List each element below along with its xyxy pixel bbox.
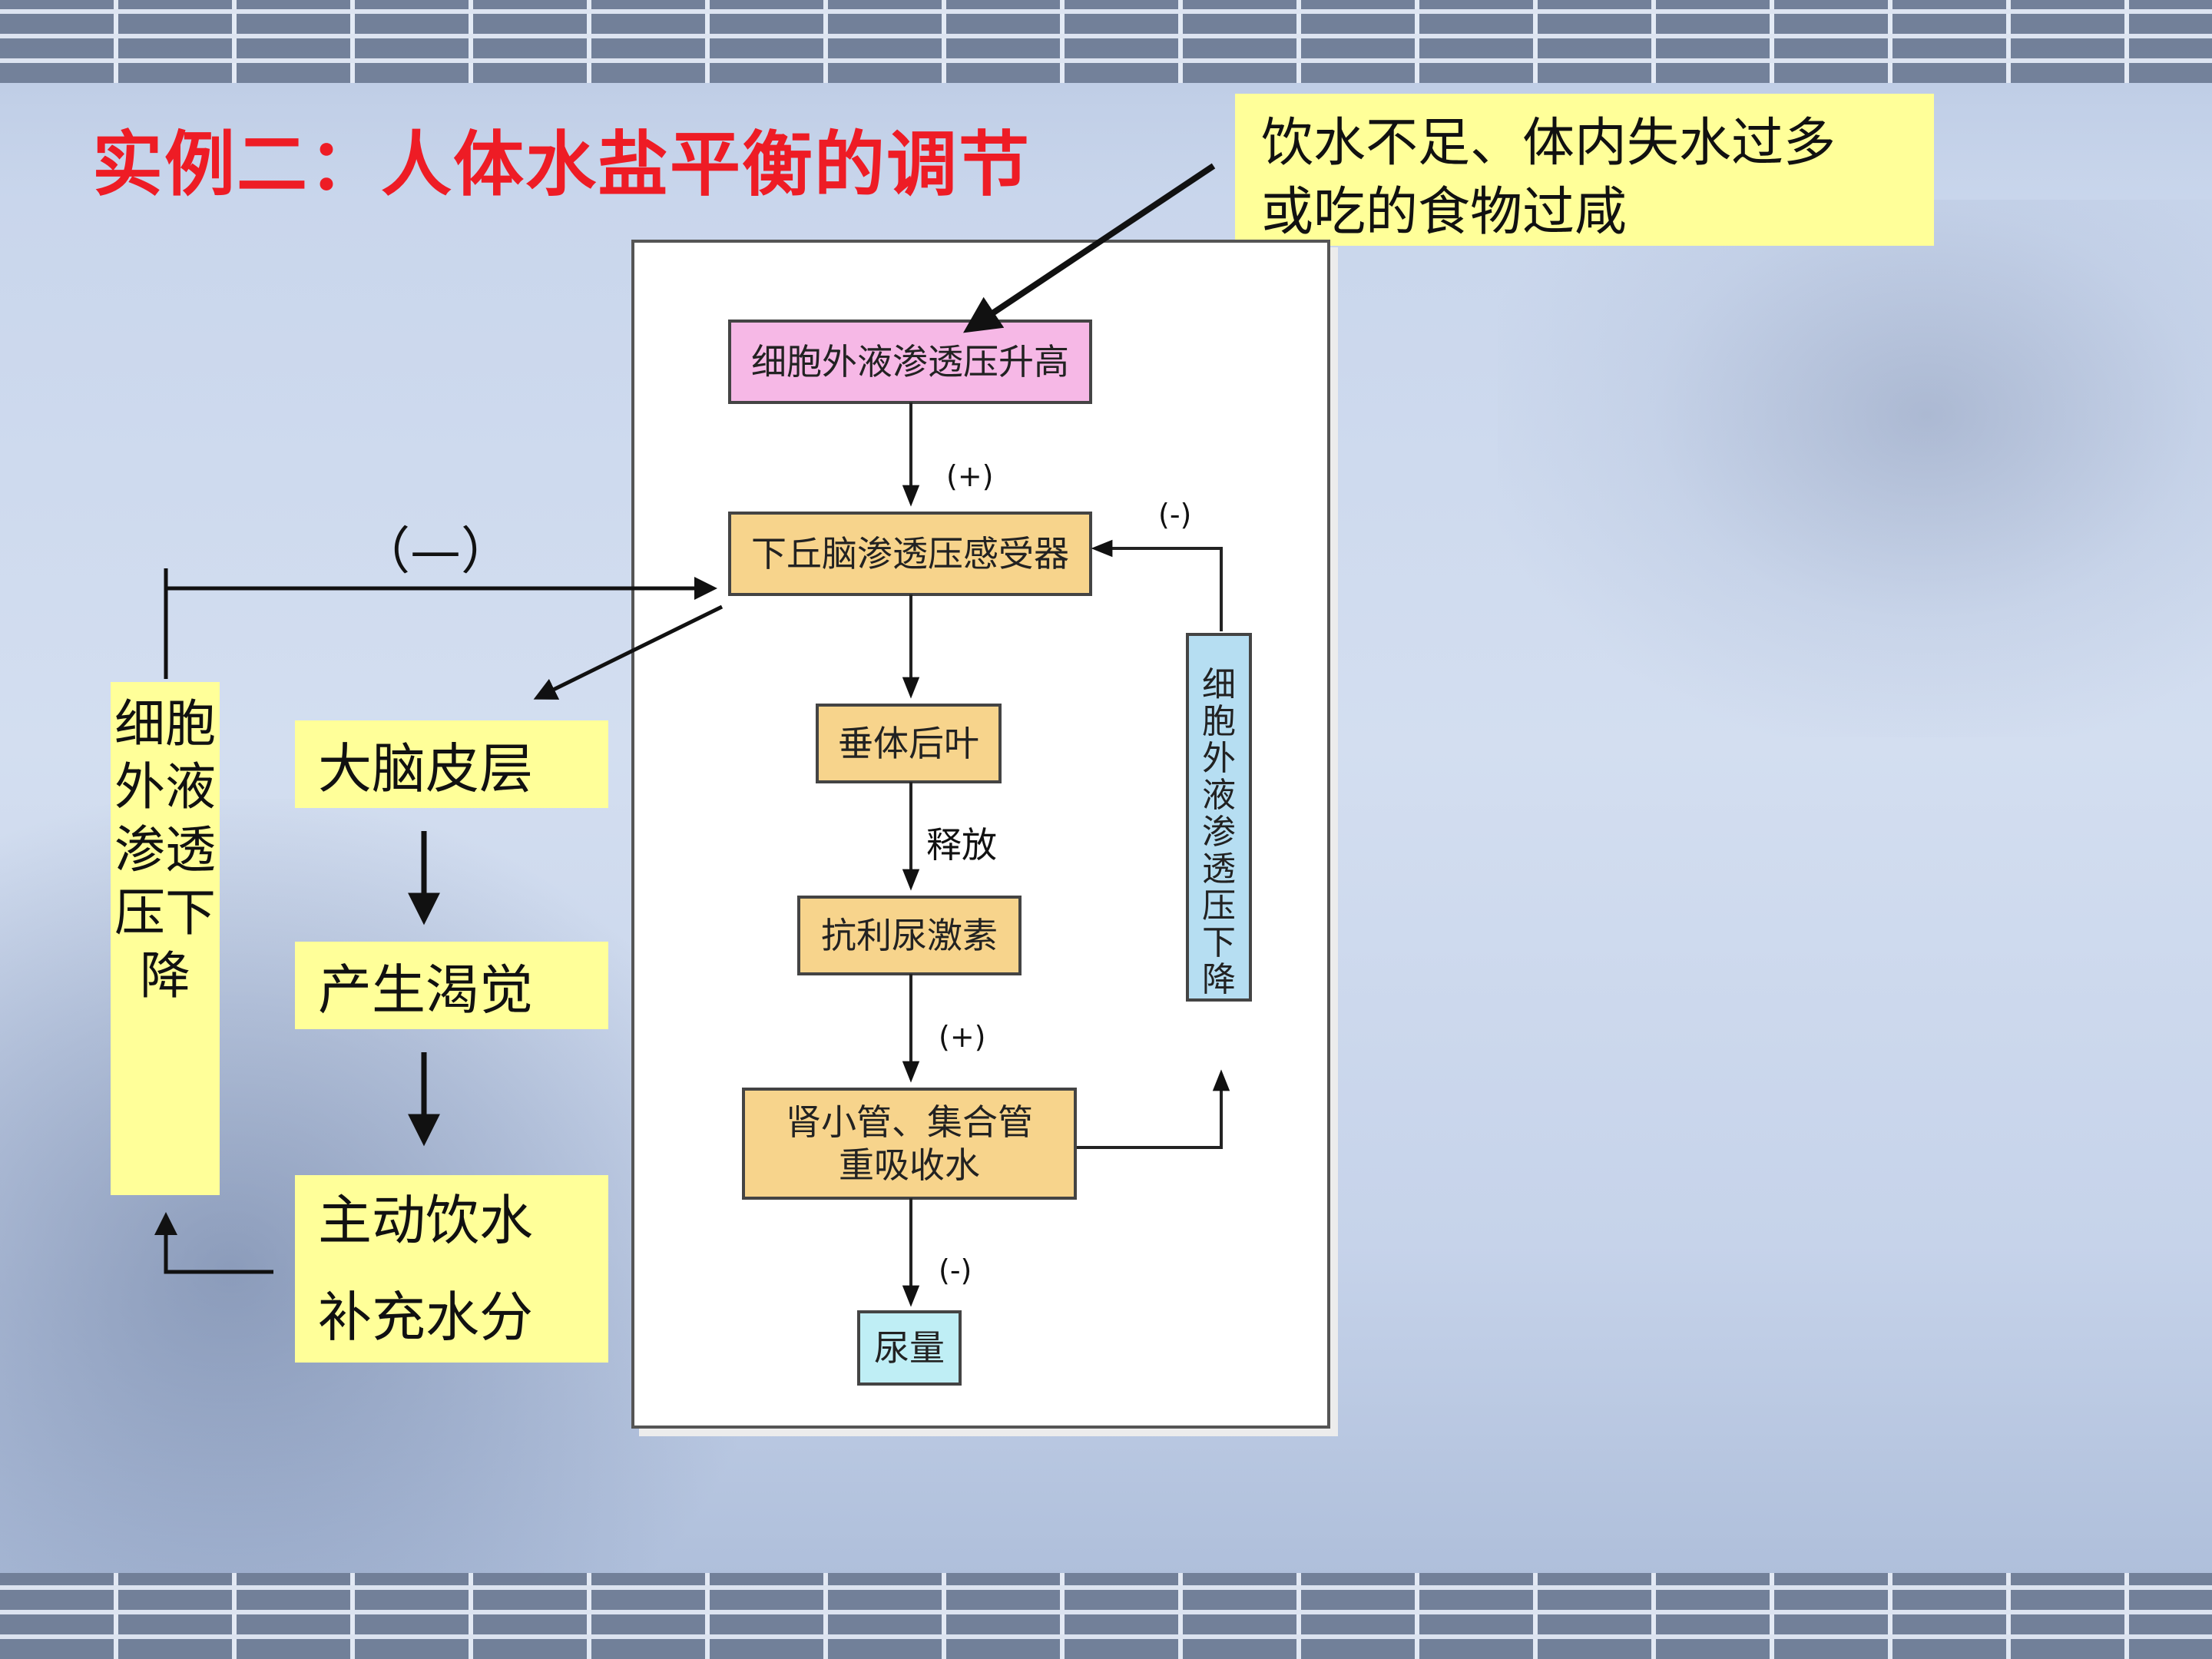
label-release: 释放 — [926, 824, 997, 866]
kidney-line-2: 重吸收水 — [839, 1144, 980, 1186]
node-posterior-pituitary: 垂体后叶 — [816, 704, 1002, 783]
sign-minus-urine: (-) — [939, 1253, 972, 1287]
background-scenery-right — [1498, 200, 2212, 737]
arrow-ecf-down-to-hypothalamus — [1091, 539, 1223, 631]
cause-line-1: 饮水不足、体内失水过多 — [1261, 113, 1836, 174]
label-cerebral-cortex: 大脑皮层 — [295, 720, 608, 808]
arrow-cause-to-ecf — [963, 163, 1216, 333]
node-ecf-osmotic-up: 细胞外液渗透压升高 — [728, 320, 1092, 404]
node-kidney-reabsorption: 肾小管、集合管 重吸收水 — [742, 1088, 1077, 1200]
label-thirst: 产生渴觉 — [295, 942, 608, 1029]
arrow-hypothalamus-to-cortex — [533, 604, 724, 700]
diagram-panel: 细胞外液渗透压升高 (+) 下丘脑渗透压感受器 (-) 垂体后叶 释放 抗利尿激… — [631, 240, 1330, 1429]
node-ecf-osmotic-down-right: 细胞外液渗透压下降 — [1186, 633, 1252, 1002]
slide-title: 实例二：人体水盐平衡的调节 — [92, 123, 1031, 206]
cause-line-2: 或吃的食物过咸 — [1261, 182, 1628, 243]
sign-plus-2: (+) — [939, 1020, 986, 1054]
node-adh: 抗利尿激素 — [797, 896, 1022, 975]
node-hypothalamus-receptor: 下丘脑渗透压感受器 — [728, 512, 1092, 596]
label-active-drinking: 主动饮水 补充水分 — [295, 1175, 608, 1363]
drink-line-2: 补充水分 — [318, 1286, 533, 1349]
drink-line-1: 主动饮水 — [318, 1189, 533, 1252]
kidney-line-1: 肾小管、集合管 — [786, 1101, 1033, 1143]
sign-plus-1: (+) — [946, 459, 994, 493]
bottom-brick-border — [0, 1573, 2212, 1659]
negative-feedback-label: （—） — [359, 522, 512, 581]
arrow-negative-feedback-to-hypothalamus — [164, 577, 717, 679]
node-urine-volume: 尿量 — [857, 1310, 962, 1386]
arrow-drinking-to-ecf-down — [154, 1212, 273, 1274]
arrow-kidney-to-ecf-down — [1077, 1069, 1230, 1149]
top-brick-border — [0, 0, 2212, 83]
left-ecf-osmotic-down: 细胞外液渗透压下降 — [111, 682, 220, 1195]
sign-minus-feedback: (-) — [1158, 498, 1192, 531]
cause-box: 饮水不足、体内失水过多 或吃的食物过咸 — [1235, 94, 1934, 246]
